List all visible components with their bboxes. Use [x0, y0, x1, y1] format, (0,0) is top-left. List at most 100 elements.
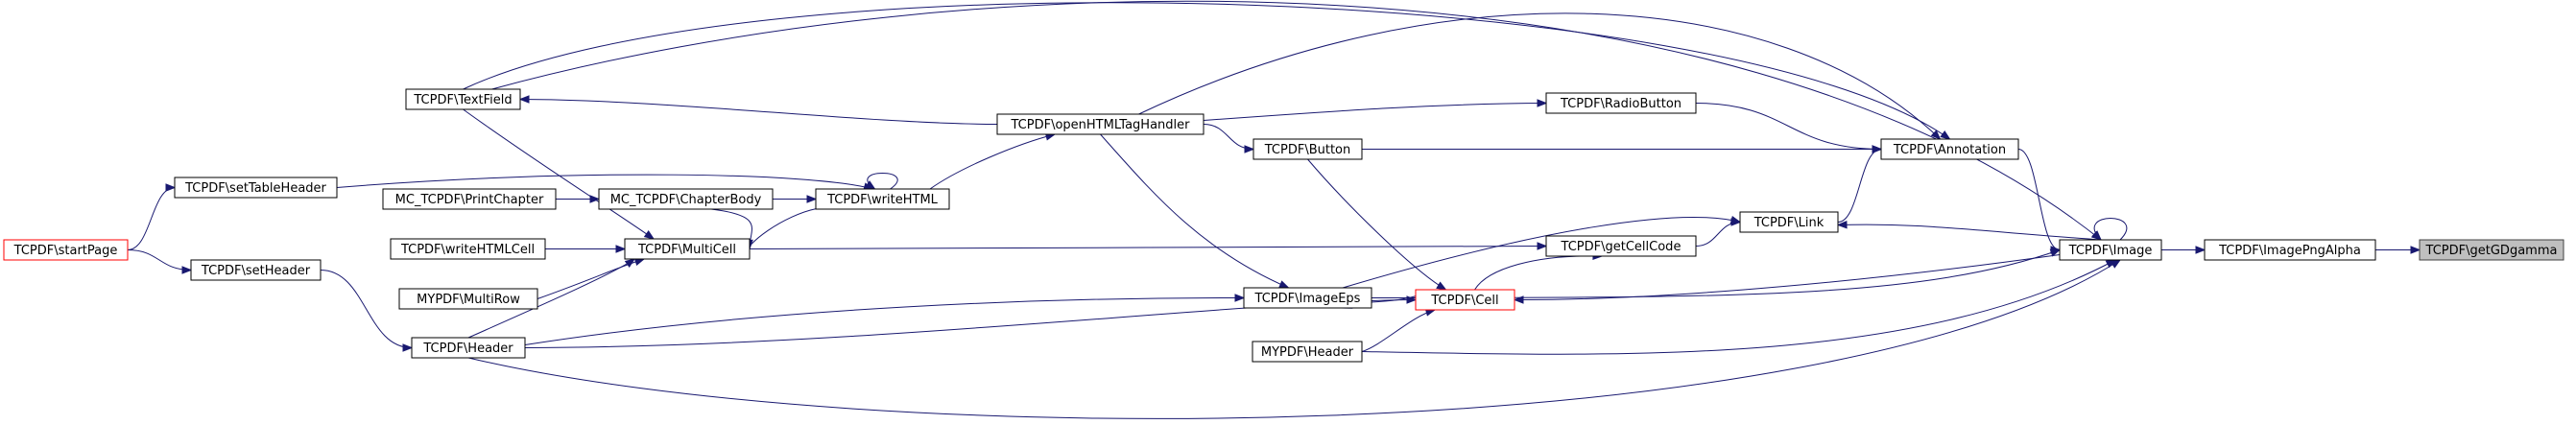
- edge-getcellcode-to-link: [1695, 222, 1741, 247]
- node-chapterbody[interactable]: MC_TCPDF\ChapterBody: [598, 188, 774, 210]
- edge-multicell-to-writehtml: [749, 207, 836, 247]
- node-box: [1739, 211, 1839, 233]
- edge-header-to-image: [467, 259, 2121, 419]
- node-box: [390, 238, 546, 260]
- edge-startpage-to-settableheader: [127, 187, 176, 250]
- node-box: [1545, 92, 1697, 114]
- node-getgdgamma: TCPDF\getGDgamma: [2419, 239, 2564, 261]
- edge-cell-to-getcellcode: [1474, 255, 1603, 291]
- node-box: [405, 88, 521, 110]
- node-label: TCPDF\openHTMLTagHandler: [1011, 118, 1191, 132]
- node-label: TCPDF\setHeader: [201, 264, 311, 278]
- arrowhead-imageeps-to-image: [2049, 248, 2062, 257]
- edge-openhtmltaghandler-to-radiobutton: [1203, 103, 1547, 121]
- node-label: TCPDF\RadioButton: [1560, 97, 1682, 111]
- node-imagepngalpha[interactable]: TCPDF\ImagePngAlpha: [2204, 239, 2376, 261]
- edge-openhtmltaghandler-to-annotation: [1138, 12, 1941, 140]
- node-box: [996, 113, 1205, 135]
- node-annotation[interactable]: TCPDF\Annotation: [1880, 138, 2019, 160]
- node-setheader[interactable]: TCPDF\setHeader: [190, 259, 322, 281]
- arrowhead-textfield-to-multicell: [643, 230, 656, 240]
- edge-annotation-to-image: [2017, 149, 2061, 250]
- node-label: TCPDF\MultiCell: [637, 243, 736, 257]
- arrowhead-openhtmltaghandler-to-imageeps: [1278, 280, 1290, 289]
- arrowhead-writehtmlcell-to-multicell: [615, 245, 627, 253]
- node-box: [2204, 239, 2376, 261]
- node-label: TCPDF\writeHTML: [826, 193, 939, 207]
- node-header[interactable]: TCPDF\Header: [411, 337, 526, 359]
- edge-image-to-link: [1837, 224, 2102, 241]
- node-radiobutton[interactable]: TCPDF\RadioButton: [1545, 92, 1697, 114]
- node-box: [2419, 239, 2564, 261]
- edge-multirow-to-multicell: [537, 258, 645, 299]
- node-writehtml[interactable]: TCPDF\writeHTML: [815, 188, 950, 210]
- node-button[interactable]: TCPDF\Button: [1252, 138, 1363, 160]
- node-mypdfheader[interactable]: MYPDF\Header: [1252, 341, 1363, 363]
- node-box: [1880, 138, 2019, 160]
- node-label: TCPDF\TextField: [413, 93, 512, 107]
- edge-radiobutton-to-annotation: [1695, 103, 1882, 150]
- node-textfield[interactable]: TCPDF\TextField: [405, 88, 521, 110]
- node-multirow[interactable]: MYPDF\MultiRow: [398, 288, 538, 310]
- arrowhead-multicell-to-getcellcode: [1537, 242, 1548, 250]
- edge-mypdfheader-to-cell: [1361, 309, 1436, 352]
- node-label: MYPDF\Header: [1261, 345, 1354, 360]
- node-getcellcode[interactable]: TCPDF\getCellCode: [1545, 235, 1697, 257]
- edge-startpage-to-setheader: [127, 249, 192, 271]
- edge-settableheader-to-writehtml: [336, 174, 873, 190]
- edge-textfield-to-annotation: [463, 2, 1950, 140]
- node-label: MC_TCPDF\ChapterBody: [610, 193, 762, 207]
- node-label: MC_TCPDF\PrintChapter: [395, 193, 544, 207]
- arrowhead-header-to-image: [2110, 259, 2122, 269]
- node-label: TCPDF\startPage: [13, 244, 118, 258]
- arrowhead-textfield-to-image: [2090, 230, 2103, 241]
- node-label: TCPDF\setTableHeader: [184, 181, 326, 196]
- node-label: TCPDF\Header: [422, 342, 513, 356]
- node-box: [382, 188, 557, 210]
- node-imageeps[interactable]: TCPDF\ImageEps: [1243, 287, 1372, 309]
- arrowhead-openhtmltaghandler-to-annotation: [1930, 130, 1942, 140]
- node-multicell[interactable]: TCPDF\MultiCell: [624, 238, 751, 260]
- edge-openhtmltaghandler-to-button: [1203, 124, 1254, 150]
- arrowhead-image-to-imagepngalpha: [2195, 246, 2206, 254]
- node-box: [1252, 138, 1363, 160]
- node-image[interactable]: TCPDF\Image: [2059, 239, 2162, 261]
- node-printchapter[interactable]: MC_TCPDF\PrintChapter: [382, 188, 557, 210]
- arrowhead-chapterbody-to-writehtml: [806, 195, 818, 203]
- arrowhead-image-to-link: [1836, 220, 1848, 229]
- arrowhead-openhtmltaghandler-to-radiobutton: [1537, 99, 1548, 107]
- node-box: [598, 188, 774, 210]
- node-label: TCPDF\Button: [1264, 143, 1351, 157]
- node-box: [174, 177, 338, 199]
- arrowhead-setheader-to-header: [402, 343, 414, 352]
- arrowhead-imageeps-to-link: [1729, 216, 1742, 224]
- edge-button-to-cell: [1307, 158, 1446, 291]
- edge-link-to-annotation: [1837, 149, 1882, 223]
- arrowhead-header-to-imageeps: [1234, 294, 1246, 302]
- node-label: TCPDF\writeHTMLCell: [400, 243, 535, 257]
- node-label: TCPDF\Annotation: [1893, 143, 2006, 157]
- node-settableheader[interactable]: TCPDF\setTableHeader: [174, 177, 338, 199]
- edge-image-to-image: [2093, 218, 2128, 241]
- edge-mypdfheader-to-image: [1361, 259, 2116, 355]
- node-link[interactable]: TCPDF\Link: [1739, 211, 1839, 233]
- node-label: TCPDF\getGDgamma: [2425, 244, 2558, 258]
- arrowhead-button-to-cell: [1436, 281, 1447, 291]
- node-writehtmlcell[interactable]: TCPDF\writeHTMLCell: [390, 238, 546, 260]
- arrowhead-button-to-annotation: [1872, 145, 1883, 153]
- node-label: MYPDF\MultiRow: [417, 293, 520, 307]
- edge-header-to-imageeps: [524, 296, 1245, 345]
- node-box: [190, 259, 322, 281]
- node-cell[interactable]: TCPDF\Cell: [1415, 289, 1515, 311]
- node-startpage[interactable]: TCPDF\startPage: [3, 239, 129, 261]
- edge-textfield-to-image: [491, 0, 2102, 241]
- node-box: [1243, 287, 1372, 309]
- node-label: TCPDF\Link: [1753, 216, 1825, 230]
- edge-openhtmltaghandler-to-imageeps: [1100, 133, 1289, 289]
- node-box: [815, 188, 950, 210]
- node-openhtmltaghandler[interactable]: TCPDF\openHTMLTagHandler: [996, 113, 1205, 135]
- edge-openhtmltaghandler-to-textfield: [519, 99, 998, 125]
- node-label: TCPDF\getCellCode: [1561, 240, 1682, 254]
- arrowhead-imagepngalpha-to-getgdgamma: [2410, 246, 2421, 254]
